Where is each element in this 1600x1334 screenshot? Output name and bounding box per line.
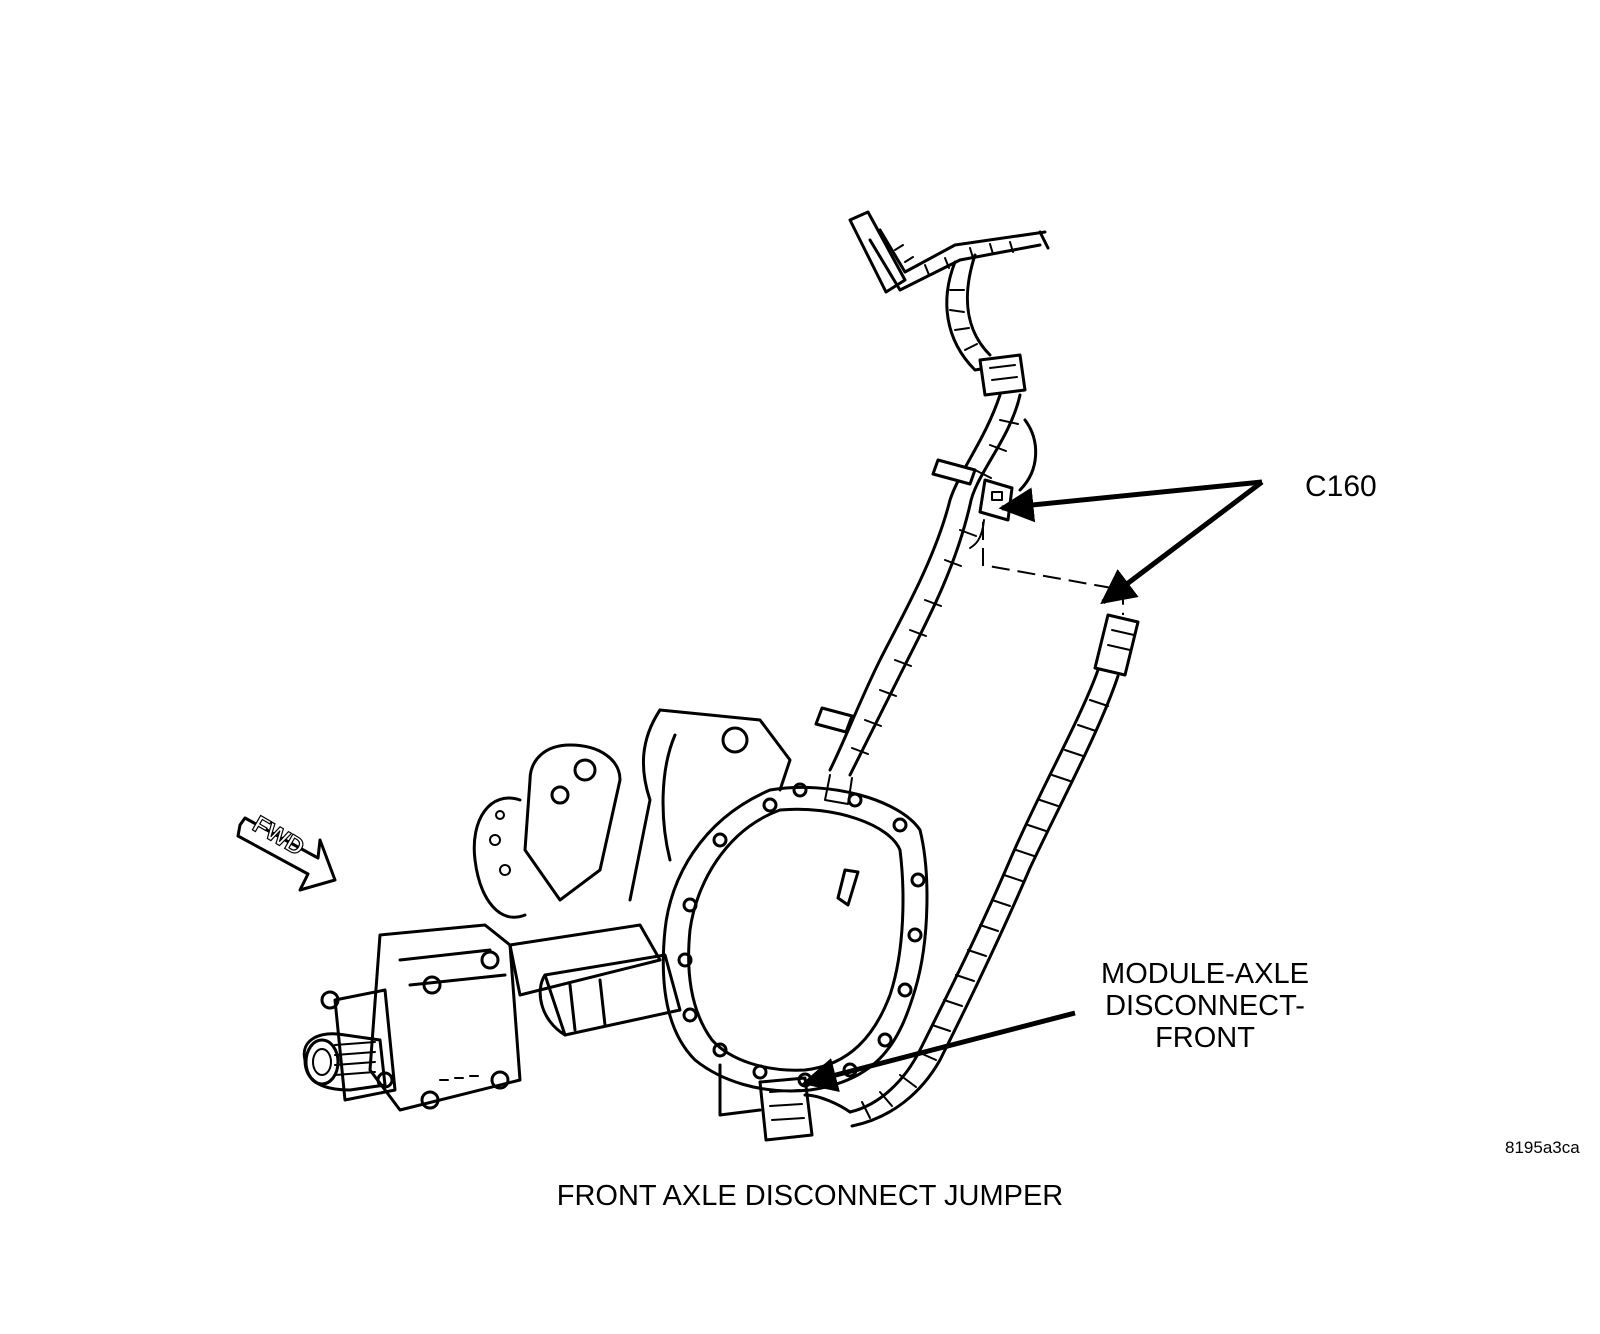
c160-callout-arrows — [998, 479, 1264, 605]
axle-tube-assembly — [302, 923, 682, 1112]
module-callout-arrow — [801, 1010, 1076, 1093]
c160-connector-label: C160 — [1305, 470, 1377, 503]
module-label-line-1: MODULE-AXLE — [1101, 958, 1309, 990]
wiring-harness — [814, 210, 1050, 805]
figure-caption: FRONT AXLE DISCONNECT JUMPER — [556, 1180, 1064, 1212]
forward-direction-indicator: FWD — [236, 810, 337, 892]
figure-id: 8195a3ca — [1505, 1138, 1580, 1157]
differential-housing — [472, 708, 929, 1117]
module-label-line-2: DISCONNECT- — [1105, 990, 1305, 1022]
fwd-label: FWD — [248, 811, 309, 862]
dashed-connection-line — [982, 522, 1124, 615]
jumper-harness — [758, 613, 1140, 1142]
module-axle-disconnect-label: MODULE-AXLE DISCONNECT- FRONT — [1085, 958, 1325, 1054]
module-label-line-3: FRONT — [1155, 1022, 1255, 1054]
